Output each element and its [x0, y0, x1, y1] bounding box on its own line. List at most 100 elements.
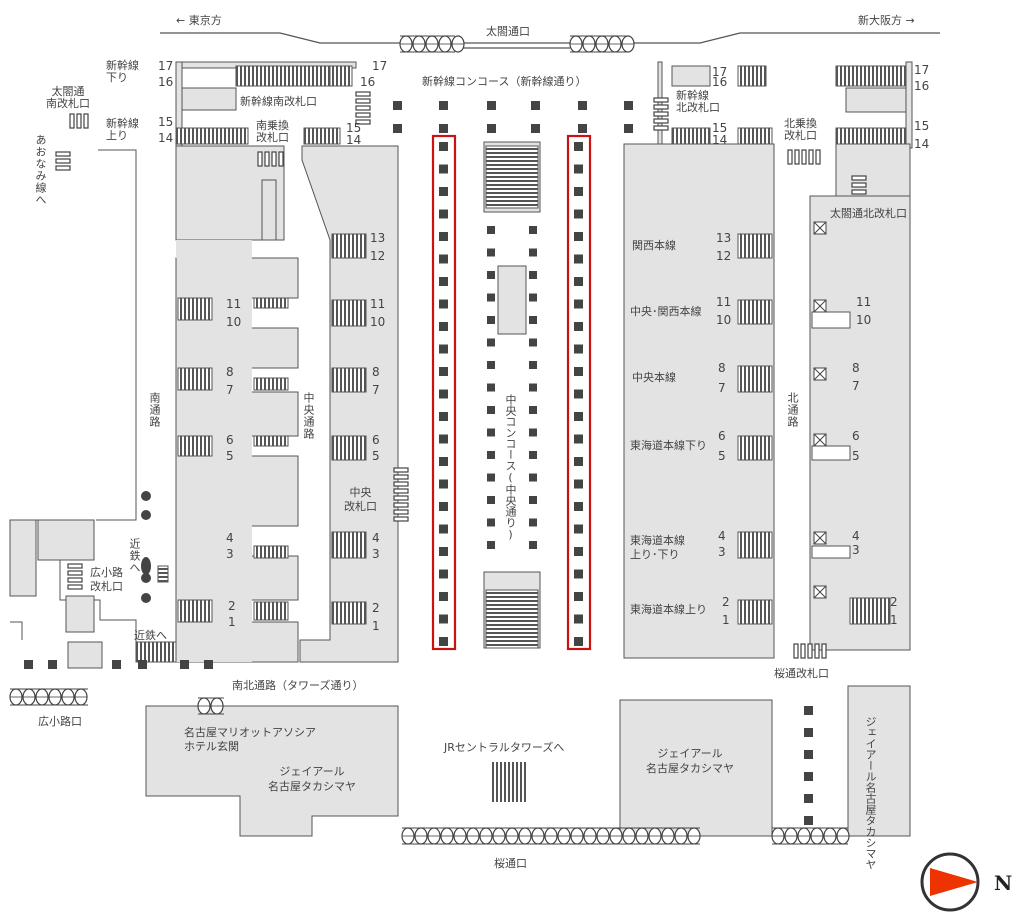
ticket-gate [815, 149, 821, 165]
pillar [529, 248, 537, 257]
pillar [574, 322, 583, 331]
platform-number: 1 [228, 615, 236, 629]
kintetsu-marks [141, 491, 169, 603]
pillar [138, 660, 147, 669]
platform-number: 17 [372, 59, 388, 73]
platform-number: 10 [716, 313, 732, 327]
pillar [574, 479, 583, 489]
pillar [529, 338, 537, 347]
pillar [487, 541, 495, 549]
platform-number: 15 [712, 121, 728, 135]
pillar [529, 541, 537, 549]
pillar [574, 232, 583, 241]
platform-number: 14 [346, 133, 362, 147]
pillar [439, 124, 448, 133]
line-kansai-label: 関西本線 [632, 239, 676, 252]
pillar [439, 254, 448, 264]
ticket-gate [393, 488, 409, 494]
platform-number: 17 [712, 65, 728, 79]
pillar [804, 772, 813, 781]
ticket-gate [393, 495, 409, 501]
aonami-line-label[interactable]: あおなみ線へ [34, 134, 47, 206]
platform-number: 5 [718, 449, 726, 463]
line-tokaido-updown-label: 東海道本線 上り･下り [630, 534, 685, 561]
compass-icon [920, 852, 980, 912]
ticket-gate [257, 151, 263, 167]
sakura-exit-label[interactable]: 桜通口 [494, 857, 527, 870]
hirokoji-exit-label[interactable]: 広小路口 [38, 715, 82, 728]
pillars [24, 101, 813, 825]
pillar [439, 232, 448, 241]
platform-number: 16 [158, 75, 174, 89]
platform-number: 11 [226, 297, 242, 311]
takashimaya-north-label: ジェイアール名古屋タカシマヤ [864, 716, 877, 870]
central-concourse-label: 中央コンコース(中央通り) [504, 394, 517, 541]
platform-number: 11 [370, 297, 386, 311]
pillar [574, 254, 583, 264]
line-chuo-kansai-label: 中央･関西本線 [630, 305, 702, 318]
pillar [574, 344, 583, 354]
pillar [574, 614, 583, 624]
ticket-gate [851, 175, 867, 181]
ticket-gate [355, 119, 371, 125]
taiko-south-gate-label[interactable]: 太閤通 南改札口 [46, 85, 90, 110]
shinkansen-north-gate-label[interactable]: 新幹線 北改札口 [676, 89, 720, 114]
platform-number: 10 [370, 315, 386, 329]
platform-number: 13 [370, 231, 386, 245]
platform-number: 17 [158, 59, 174, 73]
pillar [578, 101, 587, 110]
pillar [393, 101, 402, 110]
takashimaya-south-label: ジェイアール 名古屋タカシマヤ [268, 765, 356, 793]
pillar [529, 406, 537, 414]
platform-number: 8 [852, 361, 860, 375]
ticket-gate [67, 584, 83, 590]
pillar [574, 524, 583, 534]
pillar [439, 547, 448, 556]
taiko-north-gate-label[interactable]: 太閤通北改札口 [830, 207, 907, 220]
pillar [804, 794, 813, 803]
pillar [439, 209, 448, 219]
elevators [813, 221, 827, 599]
line-tokaido-up-label: 東海道本線上り [630, 603, 707, 616]
bottom-buildings [145, 685, 911, 837]
ticket-gate [821, 643, 827, 659]
ticket-gate [794, 149, 800, 165]
taiko-exit-label[interactable]: 太閤通口 [486, 25, 530, 38]
platform-number: 17 [914, 63, 930, 77]
ticket-gate [67, 577, 83, 583]
platform-number: 2 [228, 599, 236, 613]
south-transfer-gate-label[interactable]: 南乗換 改札口 [256, 119, 289, 144]
pillar [804, 706, 813, 715]
central-gate-label[interactable]: 中央 改札口 [344, 486, 377, 513]
ticket-gate [67, 563, 83, 569]
platform-number: 5 [372, 449, 380, 463]
kintetsu-label[interactable]: 近鉄へ [134, 629, 167, 642]
shinkansen-concourse-label: 新幹線コンコース（新幹線通り） [422, 75, 587, 88]
pillar [574, 637, 583, 646]
platform-number: 10 [856, 313, 872, 327]
sakura-gate-label[interactable]: 桜通改札口 [774, 667, 829, 680]
elevator-cross [813, 367, 827, 381]
pillar [574, 457, 583, 466]
shinkansen-south-gate-label[interactable]: 新幹線南改札口 [240, 95, 317, 108]
pillar [529, 451, 537, 459]
platform-number: 2 [890, 595, 898, 609]
pillar [529, 293, 537, 302]
jr-towers-label[interactable]: JRセントラルタワーズへ [444, 741, 565, 754]
pillar [439, 299, 448, 309]
pillar [487, 406, 495, 414]
pillar [574, 367, 583, 376]
elevator-cross [813, 531, 827, 545]
ticket-gate [787, 149, 793, 165]
platform-number: 4 [226, 531, 234, 545]
pillar [529, 518, 537, 527]
platform-number: 5 [226, 449, 234, 463]
kintetsu-vertical-label[interactable]: 近鉄へ [128, 538, 141, 574]
north-transfer-gate-label[interactable]: 北乗換 改札口 [784, 117, 817, 142]
north-letter: N [994, 871, 1013, 895]
platform-number: 7 [852, 379, 860, 393]
pillar [529, 226, 537, 234]
pillar [574, 142, 583, 151]
hirokoji-gate-label[interactable]: 広小路 改札口 [90, 566, 123, 593]
north-platforms [623, 143, 911, 659]
